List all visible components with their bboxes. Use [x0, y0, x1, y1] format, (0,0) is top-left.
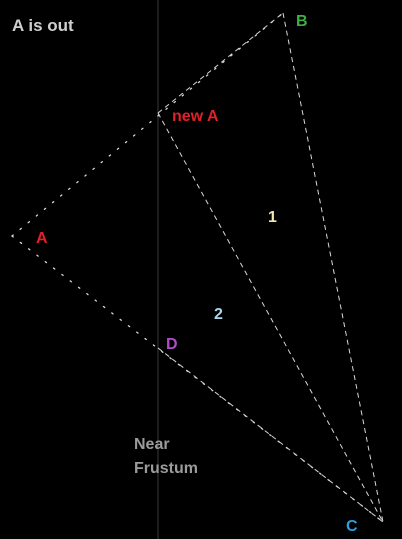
edge-b-to-c	[282, 12, 384, 523]
clipped-edges	[157, 12, 384, 523]
region-2-label: 2	[214, 306, 223, 323]
edge-new-a-to-b	[157, 12, 284, 114]
point-b-label: B	[296, 13, 308, 30]
diagram-title: A is out	[12, 16, 74, 35]
edge-d-to-c	[157, 347, 384, 523]
region-1-label: 1	[268, 209, 277, 226]
point-new-a-label: new A	[172, 108, 219, 125]
edge-a-to-c	[11, 235, 384, 523]
near-label-line1: Near	[134, 436, 170, 453]
outside-edges	[11, 12, 384, 523]
point-a-label: A	[36, 230, 48, 247]
point-c-label: C	[346, 518, 358, 535]
near-label-line2: Frustum	[134, 460, 198, 477]
point-d-label: D	[166, 336, 178, 353]
edge-a-to-b	[11, 12, 284, 237]
edge-new-a-to-c	[157, 112, 384, 523]
